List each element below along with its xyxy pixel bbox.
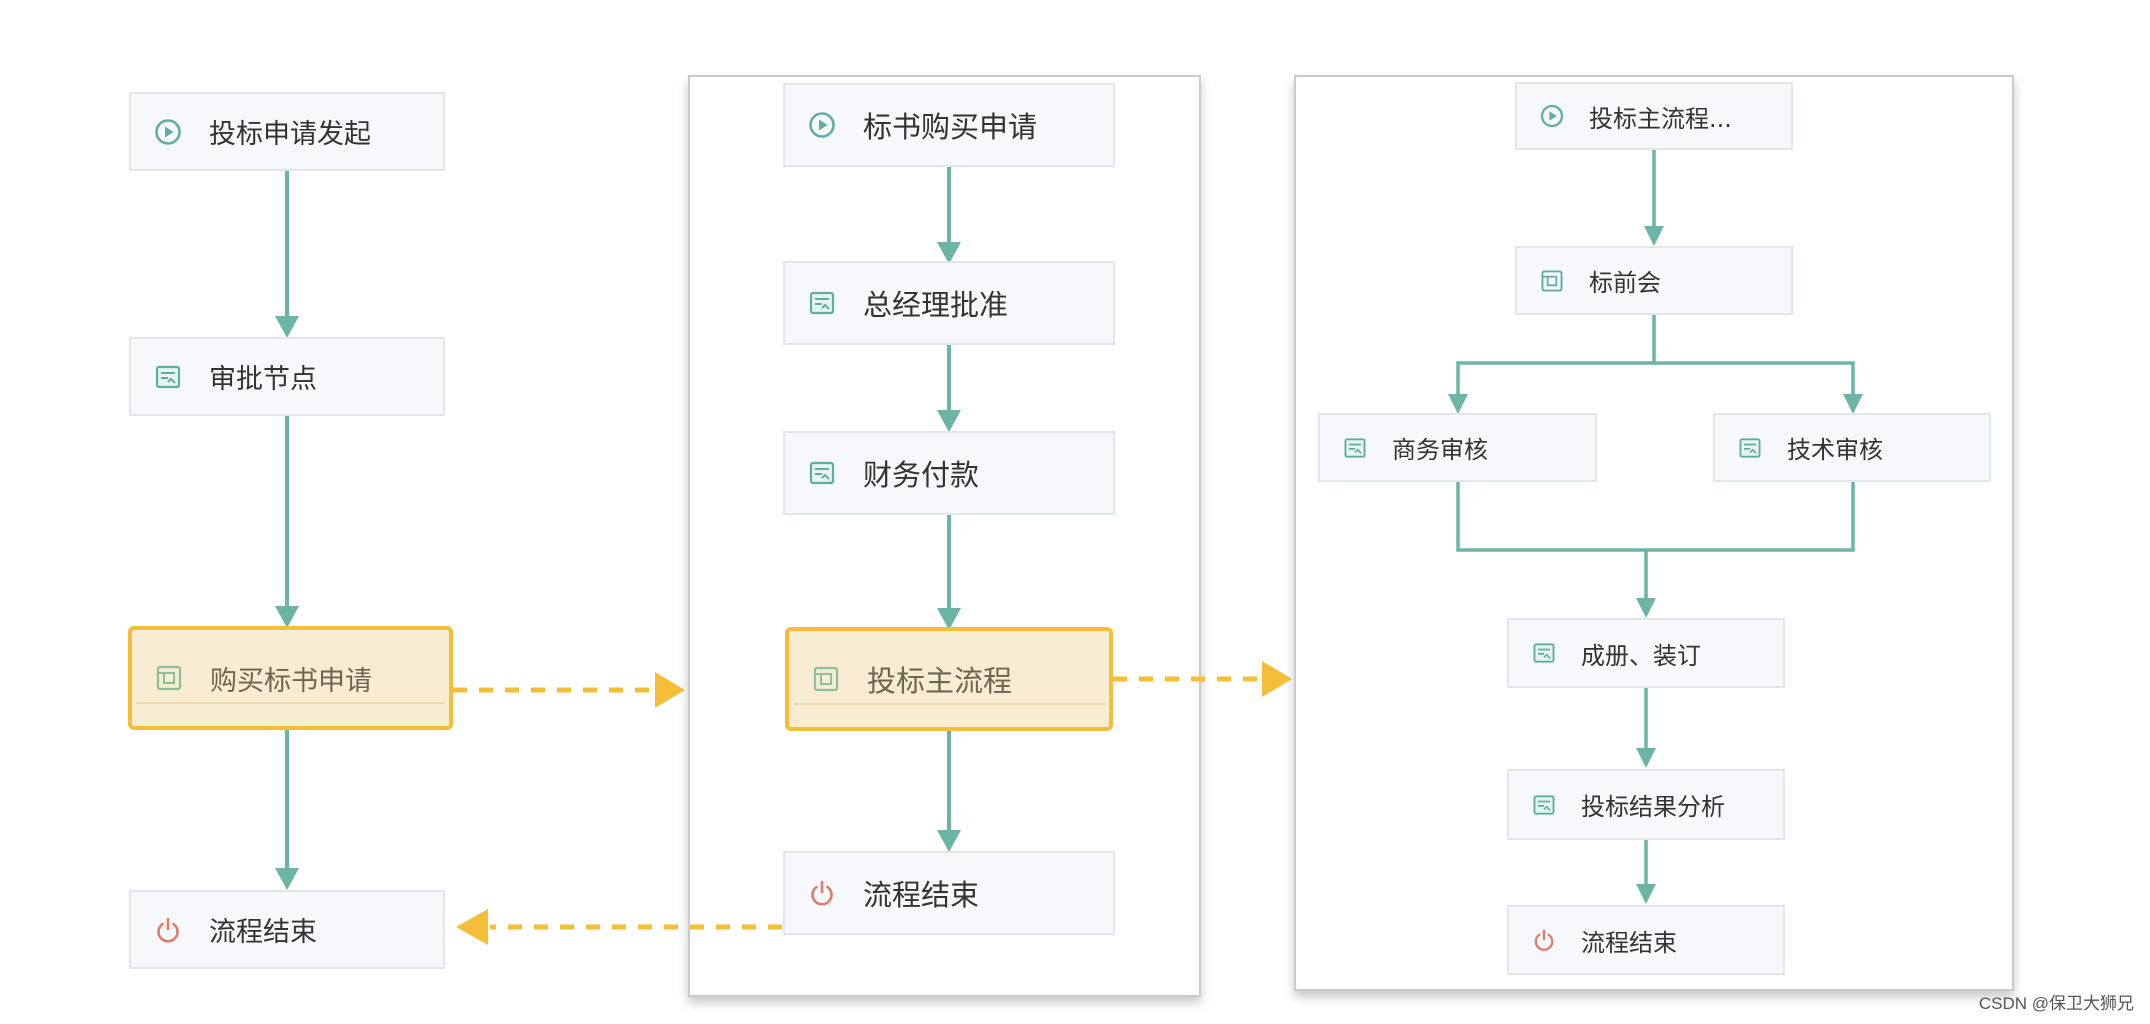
link-arrowhead: [655, 672, 685, 708]
play-circle-icon: [807, 110, 837, 140]
subprocess-icon: [811, 664, 841, 694]
node-finance-pay[interactable]: 财务付款: [783, 431, 1115, 515]
node-label: 成册、装订: [1581, 641, 1701, 670]
node-main-process[interactable]: 投标主流程: [785, 627, 1113, 731]
arrowhead: [1636, 748, 1656, 768]
node-business-review[interactable]: 商务审核: [1318, 413, 1597, 482]
arrowhead: [275, 316, 299, 338]
node-label: 标书购买申请: [863, 110, 1038, 144]
arrowhead: [1636, 884, 1656, 904]
arrowhead: [937, 830, 961, 852]
play-circle-icon: [1539, 103, 1565, 129]
left-flow-edges: [275, 171, 299, 890]
node-label: 商务审核: [1392, 436, 1488, 464]
node-label: 流程结束: [863, 878, 980, 912]
subprocess-icon: [154, 663, 184, 693]
node-pre-bid-meeting[interactable]: 标前会: [1515, 246, 1793, 315]
play-circle-icon: [153, 117, 183, 147]
node-middle-end[interactable]: 流程结束: [783, 851, 1115, 935]
form-icon: [1531, 640, 1557, 666]
form-icon: [807, 288, 837, 318]
node-purchase-request[interactable]: 购买标书申请: [128, 626, 453, 730]
edge-prebid-to-business: [1456, 315, 1656, 396]
watermark: CSDN @保卫大狮兄: [1978, 994, 2134, 1013]
node-label: 标前会: [1589, 269, 1661, 297]
node-label: 审批节点: [209, 364, 317, 395]
node-approval[interactable]: 审批节点: [129, 337, 445, 416]
power-icon: [1531, 927, 1557, 953]
node-purchase-start[interactable]: 标书购买申请: [783, 83, 1115, 167]
power-icon: [153, 915, 183, 945]
form-icon: [1342, 435, 1368, 461]
node-right-end[interactable]: 流程结束: [1507, 905, 1785, 975]
subprocess-icon: [1539, 268, 1565, 294]
node-tech-review[interactable]: 技术审核: [1713, 413, 1991, 482]
form-icon: [1737, 435, 1763, 461]
node-gm-approve[interactable]: 总经理批准: [783, 261, 1115, 345]
link-arrowhead: [456, 909, 488, 945]
power-icon: [807, 878, 837, 908]
node-label: 总经理批准: [863, 288, 1009, 322]
arrowhead: [937, 608, 961, 630]
node-left-end[interactable]: 流程结束: [129, 890, 445, 969]
subprocess-links: [453, 676, 1262, 930]
arrowhead: [1843, 394, 1863, 414]
node-main-start[interactable]: 投标主流程...: [1515, 82, 1793, 150]
node-label: 流程结束: [1581, 928, 1677, 957]
arrowhead: [937, 410, 961, 432]
form-icon: [807, 458, 837, 488]
edge-reviews-merge: [1456, 482, 1855, 552]
node-label: 技术审核: [1787, 436, 1883, 464]
right-flow-edges: [1448, 150, 1863, 904]
link-arrowhead: [1262, 661, 1292, 697]
arrowhead: [275, 868, 299, 890]
node-label: 投标申请发起: [209, 119, 371, 150]
node-label: 购买标书申请: [210, 665, 372, 697]
arrowhead: [937, 242, 961, 264]
node-label: 投标结果分析: [1581, 793, 1725, 821]
node-binding[interactable]: 成册、装订: [1507, 618, 1785, 688]
node-label: 投标主流程: [867, 664, 1013, 698]
edge-prebid-to-tech: [1654, 361, 1855, 396]
middle-flow-edges: [937, 167, 961, 852]
arrowhead: [1448, 394, 1468, 414]
arrowhead: [1636, 598, 1656, 618]
form-icon: [153, 362, 183, 392]
form-icon: [1531, 792, 1557, 818]
node-label: 财务付款: [863, 458, 980, 492]
node-bid-start[interactable]: 投标申请发起: [129, 92, 445, 171]
arrowhead: [1644, 226, 1664, 246]
node-result-analysis[interactable]: 投标结果分析: [1507, 769, 1785, 840]
arrowhead: [275, 606, 299, 628]
node-label: 投标主流程...: [1589, 104, 1732, 133]
node-label: 流程结束: [209, 917, 317, 948]
